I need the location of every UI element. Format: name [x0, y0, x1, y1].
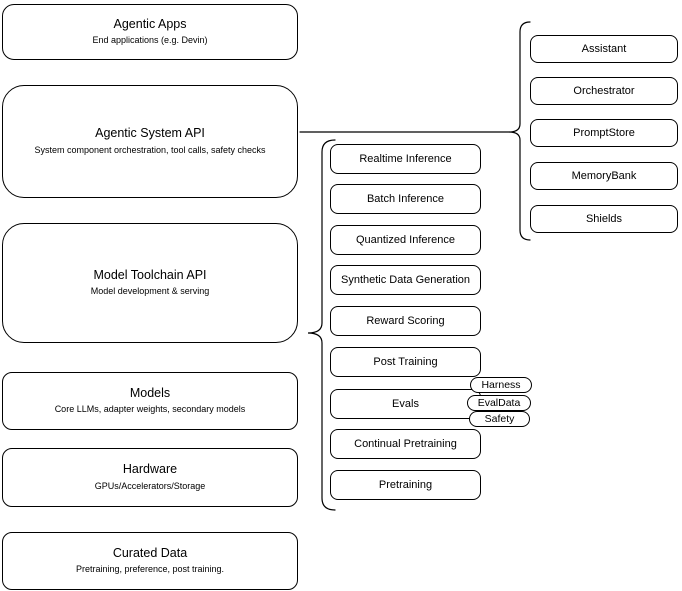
- box-curated-data: Curated Data Pretraining, preference, po…: [2, 532, 298, 590]
- node-assistant: Assistant: [530, 35, 678, 63]
- tag-harness: Harness: [470, 377, 532, 393]
- tag-evaldata: EvalData: [467, 395, 531, 411]
- box-subtitle: GPUs/Accelerators/Storage: [94, 480, 206, 491]
- node-quantized-inference: Quantized Inference: [330, 225, 481, 255]
- node-realtime-inference: Realtime Inference: [330, 144, 481, 174]
- box-title: Curated Data: [112, 545, 188, 560]
- node-synthetic-data-generation: Synthetic Data Generation: [330, 265, 481, 295]
- node-shields: Shields: [530, 205, 678, 233]
- box-model-toolchain-api: Model Toolchain API Model development & …: [2, 223, 298, 343]
- box-models: Models Core LLMs, adapter weights, secon…: [2, 372, 298, 430]
- box-title: Models: [129, 385, 171, 400]
- system-components-bracket: [508, 21, 531, 241]
- box-title: Model Toolchain API: [93, 267, 207, 282]
- box-subtitle: End applications (e.g. Devin): [92, 35, 208, 46]
- node-continual-pretraining: Continual Pretraining: [330, 429, 481, 459]
- box-hardware: Hardware GPUs/Accelerators/Storage: [2, 448, 298, 507]
- node-reward-scoring: Reward Scoring: [330, 306, 481, 336]
- box-title: Agentic System API: [95, 126, 205, 141]
- box-agentic-apps: Agentic Apps End applications (e.g. Devi…: [2, 4, 298, 60]
- box-subtitle: Pretraining, preference, post training.: [75, 564, 225, 575]
- node-promptstore: PromptStore: [530, 119, 678, 147]
- node-evals: Evals: [330, 389, 481, 419]
- node-orchestrator: Orchestrator: [530, 77, 678, 105]
- box-subtitle: Model development & serving: [90, 286, 210, 297]
- node-pretraining: Pretraining: [330, 470, 481, 500]
- box-subtitle: System component orchestration, tool cal…: [34, 144, 266, 155]
- node-memorybank: MemoryBank: [530, 162, 678, 190]
- box-agentic-system-api: Agentic System API System component orch…: [2, 85, 298, 198]
- node-batch-inference: Batch Inference: [330, 184, 481, 214]
- node-post-training: Post Training: [330, 347, 481, 377]
- box-subtitle: Core LLMs, adapter weights, secondary mo…: [54, 404, 246, 415]
- tag-safety: Safety: [469, 411, 530, 427]
- box-title: Hardware: [122, 462, 178, 477]
- box-title: Agentic Apps: [113, 16, 187, 31]
